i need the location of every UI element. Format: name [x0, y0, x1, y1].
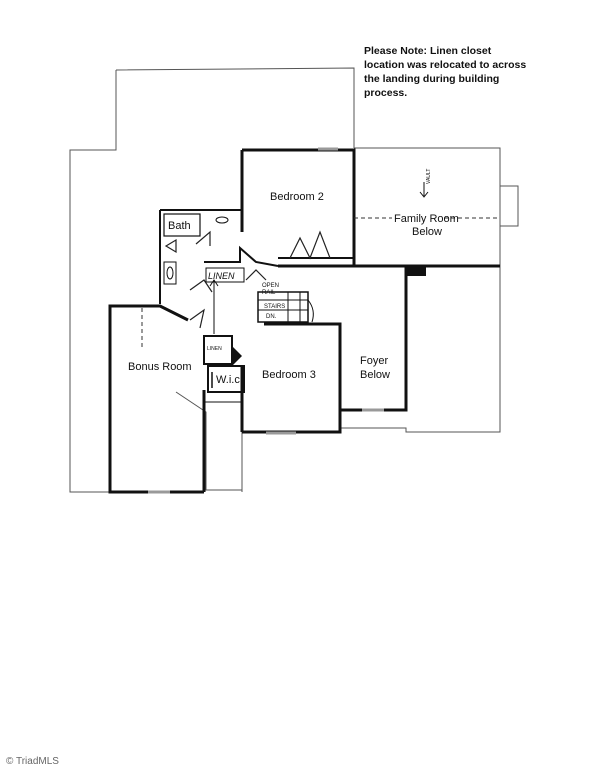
linen-closet-label: LINEN	[207, 346, 222, 352]
bonus-room-walls	[108, 304, 206, 494]
open-rail-label-1: OPEN	[262, 283, 279, 289]
bonus-room-label: Bonus Room	[128, 361, 192, 373]
bedroom-3-walls	[240, 322, 342, 435]
wic-walls	[203, 335, 245, 403]
stairs	[257, 291, 314, 323]
open-rail-label-2: RAIL	[262, 290, 276, 296]
wic-label: W.i.c.	[216, 374, 243, 386]
stairs-down-label: DN.	[266, 314, 277, 320]
family-room-label: Family Room	[394, 213, 459, 225]
bedroom-3-label: Bedroom 3	[262, 369, 316, 381]
hall-walls	[189, 245, 279, 334]
foyer-below-label: Below	[360, 369, 390, 381]
bath-label: Bath	[168, 220, 191, 232]
foyer-walls	[340, 266, 408, 412]
stairs-label: STAIRS	[264, 304, 285, 310]
bedroom-2-walls	[240, 147, 356, 268]
vault-label: VAULT	[426, 169, 432, 184]
roof-outline	[69, 67, 519, 493]
bath-walls	[159, 209, 242, 304]
linen-relocation-note: Please Note: Linen closet location was r…	[364, 45, 527, 99]
family-room-below-label: Below	[412, 226, 442, 238]
column-marker	[406, 266, 426, 276]
bedroom-2-label: Bedroom 2	[270, 191, 324, 203]
linen-label: LINEN	[208, 271, 235, 281]
watermark: © TriadMLS	[6, 756, 59, 767]
foyer-label: Foyer	[360, 355, 388, 367]
